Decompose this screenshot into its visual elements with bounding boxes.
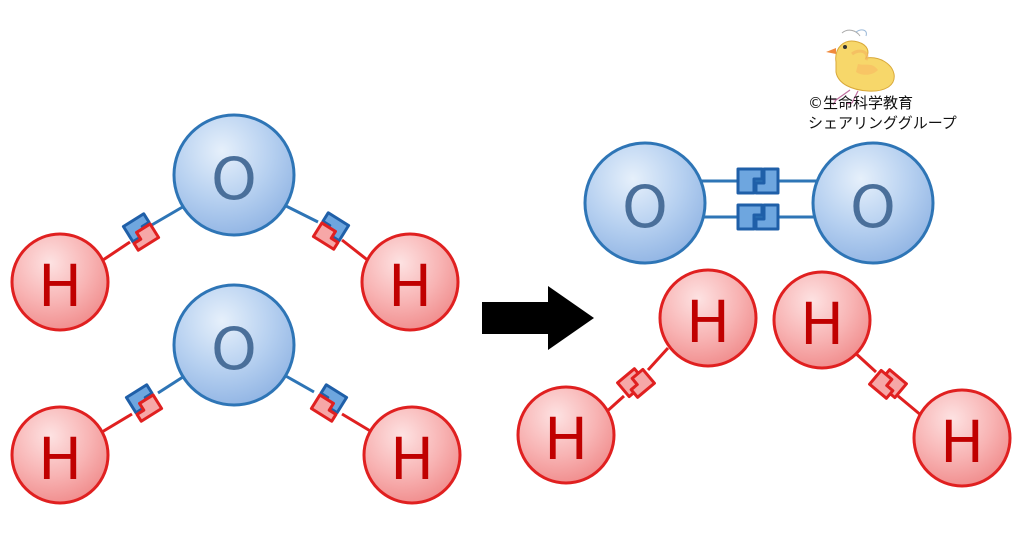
oxygen-label: O [211,315,257,383]
chick-icon [826,29,895,106]
hydrogen-atom: H [10,405,110,505]
hydrogen-label: H [800,290,844,358]
hydrogen-atom: H [516,385,616,485]
water-molecule-2: O H H [10,283,462,505]
oxygen-molecule: O O [583,141,935,265]
bond-line [897,394,923,418]
oxygen-atom: O [811,141,935,265]
credit-line-1: ©生命科学教育 [808,94,914,112]
hydrogen-label: H [388,252,432,320]
bond-line [101,412,133,434]
hydrogen-atom: H [912,388,1012,488]
bond-line [341,412,373,434]
bond-connector [311,211,351,251]
oxygen-atom: O [583,141,707,265]
hydrogen-atom: H [10,232,110,332]
hydrogen-label: H [686,288,730,356]
bond-line [646,346,670,372]
bond-connector [309,383,349,423]
oxygen-atom: O [172,113,296,237]
bond-connector [616,367,656,399]
bond-line [341,238,371,264]
bond-line [157,373,187,395]
oxygen-label: O [850,173,896,241]
oxygen-label: O [622,173,668,241]
hydrogen-atom: H [362,405,462,505]
oxygen-atom: O [172,283,296,407]
hydrogen-label: H [38,425,82,493]
bond-line [283,373,315,394]
bond-line [283,203,319,224]
hydrogen-atom: H [658,268,758,368]
bond-connector [868,368,908,400]
bond-connector [736,167,780,195]
water-molecule-1: O H H [10,113,460,332]
hydrogen-label: H [544,405,588,473]
hydrogen-label: H [38,252,82,320]
bond-connector [121,212,161,252]
hydrogen-molecule-2: H H [772,270,1012,488]
hydrogen-atom: H [772,270,872,370]
hydrogen-atom: H [360,232,460,332]
credit-line-2: シェアリンググループ [808,114,957,132]
hydrogen-label: H [390,425,434,493]
bond-line [99,240,131,264]
bond-connector [736,203,780,231]
hydrogen-molecule-1: H H [516,268,758,485]
hydrogen-label: H [940,408,984,476]
arrow-right-icon [482,286,594,350]
bond-line [149,203,187,228]
bond-connector [124,383,164,423]
oxygen-label: O [211,145,257,213]
copyright-credit: ©生命科学教育 シェアリンググループ [808,93,957,133]
